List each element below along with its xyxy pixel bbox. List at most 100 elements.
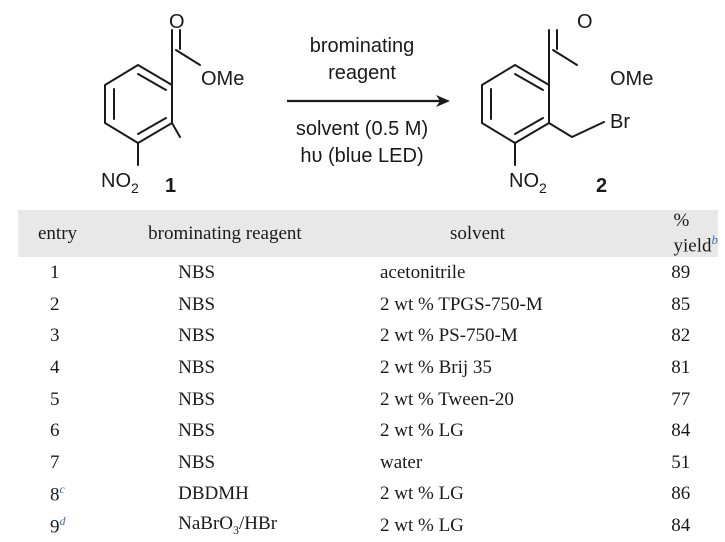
cell-entry: 5 <box>18 384 138 416</box>
cell-entry: 9d <box>18 510 138 542</box>
benzene-ring-2 <box>481 64 550 144</box>
results-table: entry brominating reagent solvent % yiel… <box>18 210 718 542</box>
reagent-name: NBS <box>178 262 216 284</box>
compound-2-structure <box>481 29 605 166</box>
cell-entry: 2 <box>18 289 138 321</box>
cell-reagent: NBS <box>138 352 380 384</box>
ring-2-double-bond-b <box>514 73 544 91</box>
condition-line-2: hυ (blue LED) <box>300 145 423 167</box>
cell-reagent: NBS <box>138 415 380 447</box>
header-yield: % yieldb <box>644 210 719 257</box>
nitro-label-1: NO2 <box>101 170 139 196</box>
cell-yield: 85 <box>671 293 691 315</box>
cell-yield: 51 <box>671 451 691 473</box>
reagent-line-1: brominating <box>310 35 415 57</box>
entry-number: 3 <box>50 325 60 347</box>
reagent-name: NBS <box>178 451 216 473</box>
entry-footnote: d <box>59 513 66 528</box>
methyl-bond-1 <box>171 122 181 138</box>
entry-number: 5 <box>50 388 60 410</box>
cell-solvent: 2 wt % LG <box>380 483 464 505</box>
cell-entry: 7 <box>18 447 138 479</box>
header-entry: entry <box>38 222 78 244</box>
ring-2-double-bond-c <box>514 117 544 135</box>
entry-number: 6 <box>50 420 60 442</box>
table-row: 7 NBS water 51 <box>18 447 718 479</box>
cell-entry: 6 <box>18 415 138 447</box>
table-row: 2 NBS 2 wt % TPGS-750-M 85 <box>18 289 718 321</box>
cell-reagent: NaBrO3/HBr <box>138 510 380 542</box>
ring-1-double-bond-c <box>137 117 167 135</box>
entry-number: 4 <box>50 356 60 378</box>
header-yield-label: % yield <box>673 210 712 257</box>
cell-reagent: NBS <box>138 257 380 289</box>
reagent-name: NBS <box>178 325 216 347</box>
cell-entry: 1 <box>18 257 138 289</box>
compound-number-1: 1 <box>165 175 176 197</box>
cell-yield: 86 <box>671 483 691 505</box>
cell-solvent: 2 wt % LG <box>380 420 464 442</box>
cell-yield: 84 <box>671 420 691 442</box>
entry-number: 1 <box>50 262 60 284</box>
nitro-label-2: NO2 <box>509 170 547 196</box>
entry-footnote: c <box>59 482 65 497</box>
ester-label-1: OMe <box>201 68 244 90</box>
table-row: 3 NBS 2 wt % PS-750-M 82 <box>18 321 718 353</box>
condition-line-1: solvent (0.5 M) <box>296 118 428 140</box>
optimization-table: entry brominating reagent solvent % yiel… <box>18 210 718 542</box>
ester-o-bond-2 <box>552 49 578 66</box>
cell-yield: 82 <box>671 325 691 347</box>
cell-solvent: 2 wt % LG <box>380 514 464 536</box>
ring-1-double-bond-b <box>137 73 167 91</box>
header-reagent: brominating reagent <box>148 222 302 244</box>
cell-entry: 4 <box>18 352 138 384</box>
reagent-name: NaBrO <box>178 513 234 535</box>
table-row: 4 NBS 2 wt % Brij 35 81 <box>18 352 718 384</box>
reagent-tail: /HBr <box>239 513 278 535</box>
table-header: entry brominating reagent solvent % yiel… <box>18 210 719 258</box>
entry-number: 8 <box>50 484 60 506</box>
entry-number: 7 <box>50 451 60 473</box>
carbonyl-o-label-2: O <box>577 11 593 33</box>
entry-number: 2 <box>50 293 60 315</box>
ester-label-2: OMe <box>610 68 653 90</box>
ch2-br-bond-2 <box>571 121 605 138</box>
reagent-name: NBS <box>178 356 216 378</box>
cell-solvent: water <box>380 451 423 473</box>
ester-o-bond-1 <box>175 49 201 66</box>
reaction-scheme: O OMe NO2 1 brominating reagent solvent … <box>101 11 653 197</box>
cell-solvent: 2 wt % PS-750-M <box>380 325 518 347</box>
cell-reagent: NBS <box>138 321 380 353</box>
cell-entry: 3 <box>18 321 138 353</box>
benzene-ring-1 <box>104 64 173 144</box>
reagent-line-2: reagent <box>328 62 396 84</box>
reaction-arrow-head <box>436 95 450 107</box>
cell-reagent: NBS <box>138 447 380 479</box>
reagent-subscript: 3 <box>233 523 240 538</box>
cell-yield: 81 <box>671 356 691 378</box>
cell-yield: 84 <box>671 514 691 536</box>
header-solvent: solvent <box>450 222 505 244</box>
footnote-b: b <box>711 232 719 247</box>
cell-solvent: 2 wt % TPGS-750-M <box>380 293 543 315</box>
entry-number: 9 <box>50 516 60 538</box>
cell-entry: 8c <box>18 478 138 510</box>
compound-number-2: 2 <box>596 175 607 197</box>
compound-1-structure <box>104 29 201 166</box>
table-row: 1 NBS acetonitrile 89 <box>18 257 718 289</box>
cell-solvent: 2 wt % Brij 35 <box>380 356 492 378</box>
cell-yield: 89 <box>671 262 691 284</box>
header-row: entry brominating reagent solvent % yiel… <box>18 210 719 258</box>
cell-reagent: NBS <box>138 289 380 321</box>
reagent-name: NBS <box>178 293 216 315</box>
ch2-bond-2 <box>548 122 573 138</box>
cell-yield: 77 <box>671 388 691 410</box>
bromine-label-2: Br <box>610 111 630 133</box>
reagent-name: NBS <box>178 388 216 410</box>
cell-solvent: acetonitrile <box>380 262 466 284</box>
